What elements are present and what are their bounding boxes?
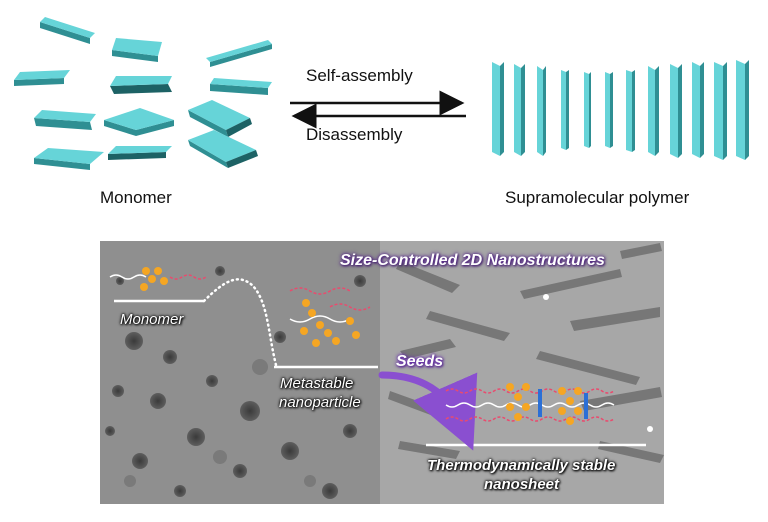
monomer-tile [34,110,96,130]
metastable-label-line1: Metastable [280,375,354,392]
metastable-cluster [289,287,371,347]
monomer-tile [14,70,70,86]
monomer-tile [104,108,174,136]
particle-marker [543,294,549,300]
monomer-tile [112,38,162,62]
polymer-sheet [714,62,727,160]
polymer-sheet [492,62,504,156]
self-assembly-label: Self-assembly [306,66,413,85]
nanoparticle-dots-light [124,359,316,487]
monomer-tile [110,76,172,94]
polymer-sheet [561,70,569,150]
polymer-sheet [514,64,525,156]
stable-label-line2: nanosheet [484,476,560,493]
seeds-arrow [378,371,478,451]
monomer-tile [188,100,252,137]
monomer-caption: Monomer [100,188,172,207]
polymer-sheet [605,72,613,148]
microscopy-panel: Size-Controlled 2D Nanostructures Monome… [100,241,664,504]
nanosheet-shards [388,243,664,463]
polymer-stack [492,60,749,160]
disassembly-label: Disassembly [306,125,403,144]
polymer-sheet [584,72,591,148]
stable-label-line1: Thermodynamically stable [427,457,616,474]
polymer-sheet [670,64,682,158]
monomer-tile [188,130,258,168]
polymer-sheet [626,70,635,152]
nanoparticle-dots [105,266,366,499]
particle-marker [647,426,653,432]
panel-monomer-label: Monomer [120,311,184,328]
monomer-tile [108,146,172,160]
polymer-caption: Supramolecular polymer [505,188,690,207]
polymer-sheet [736,60,749,160]
monomer-tile [210,78,272,95]
polymer-sheet [648,66,659,156]
monomer-tile [40,17,95,44]
polymer-sheet [692,62,704,158]
monomer-tile [34,148,104,170]
seeds-label: Seeds [396,353,444,370]
monomer-molecule [109,267,207,291]
metastable-label-line2: nanoparticle [279,394,361,411]
panel-title: Size-Controlled 2D Nanostructures [340,252,605,269]
panel-graphic [100,241,664,504]
polymer-sheet [537,66,546,156]
monomer-tiles [14,17,272,170]
monomer-tile [206,40,272,67]
nanosheet-packing [445,383,615,425]
assembly-schematic [14,17,749,170]
